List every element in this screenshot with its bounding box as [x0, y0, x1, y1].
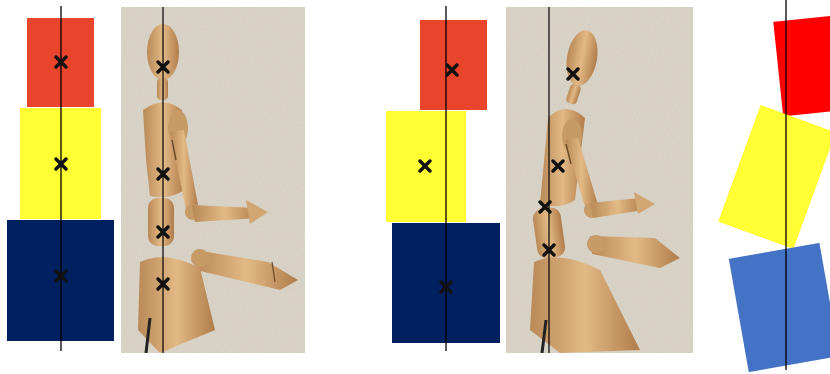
left-block-stack [7, 6, 114, 351]
left-mannequin-photo [121, 7, 305, 353]
middle-mannequin-photo [506, 7, 693, 353]
middle-block-stack [386, 6, 500, 351]
blue-block [729, 243, 830, 372]
yellow-block [718, 105, 830, 249]
red-block [773, 15, 830, 117]
red-block [420, 20, 487, 110]
right-tilted-blocks [718, 0, 830, 372]
